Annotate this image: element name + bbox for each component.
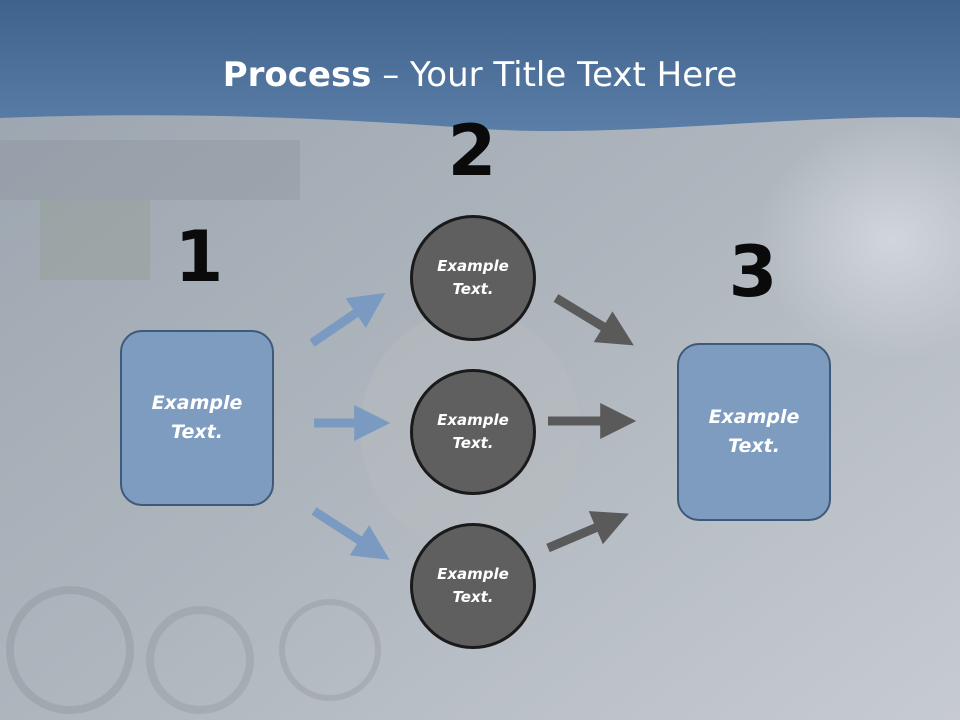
slide-title: Process – Your Title Text Here xyxy=(0,50,960,100)
arrow-circle-3-to-right xyxy=(546,511,629,553)
process-box-right[interactable]: Example Text. xyxy=(677,343,831,521)
circle-label-line2: Text. xyxy=(452,588,494,606)
step-number-2: 2 xyxy=(447,110,497,192)
process-box-left[interactable]: Example Text. xyxy=(120,330,274,506)
arrow-circle-1-to-right xyxy=(553,294,634,346)
step-number-3: 3 xyxy=(728,231,778,313)
box-label-line2: Text. xyxy=(171,421,223,443)
title-rest: – Your Title Text Here xyxy=(371,55,738,95)
circle-label-line1: Example xyxy=(437,565,509,583)
arrow-left-to-circle-1 xyxy=(309,292,386,347)
circle-label-line2: Text. xyxy=(452,434,494,452)
box-label-line2: Text. xyxy=(728,435,780,457)
box-label-line1: Example xyxy=(708,406,800,428)
title-bold: Process xyxy=(222,55,372,95)
process-circle-3[interactable]: Example Text. xyxy=(410,523,536,649)
circle-label-line1: Example xyxy=(437,257,509,275)
box-label-line1: Example xyxy=(151,392,243,414)
circle-label-line1: Example xyxy=(437,411,509,429)
arrow-left-to-circle-3 xyxy=(311,507,390,560)
circle-label-line2: Text. xyxy=(452,280,494,298)
step-number-1: 1 xyxy=(174,216,224,298)
process-circle-2[interactable]: Example Text. xyxy=(410,369,536,495)
process-circle-1[interactable]: Example Text. xyxy=(410,215,536,341)
